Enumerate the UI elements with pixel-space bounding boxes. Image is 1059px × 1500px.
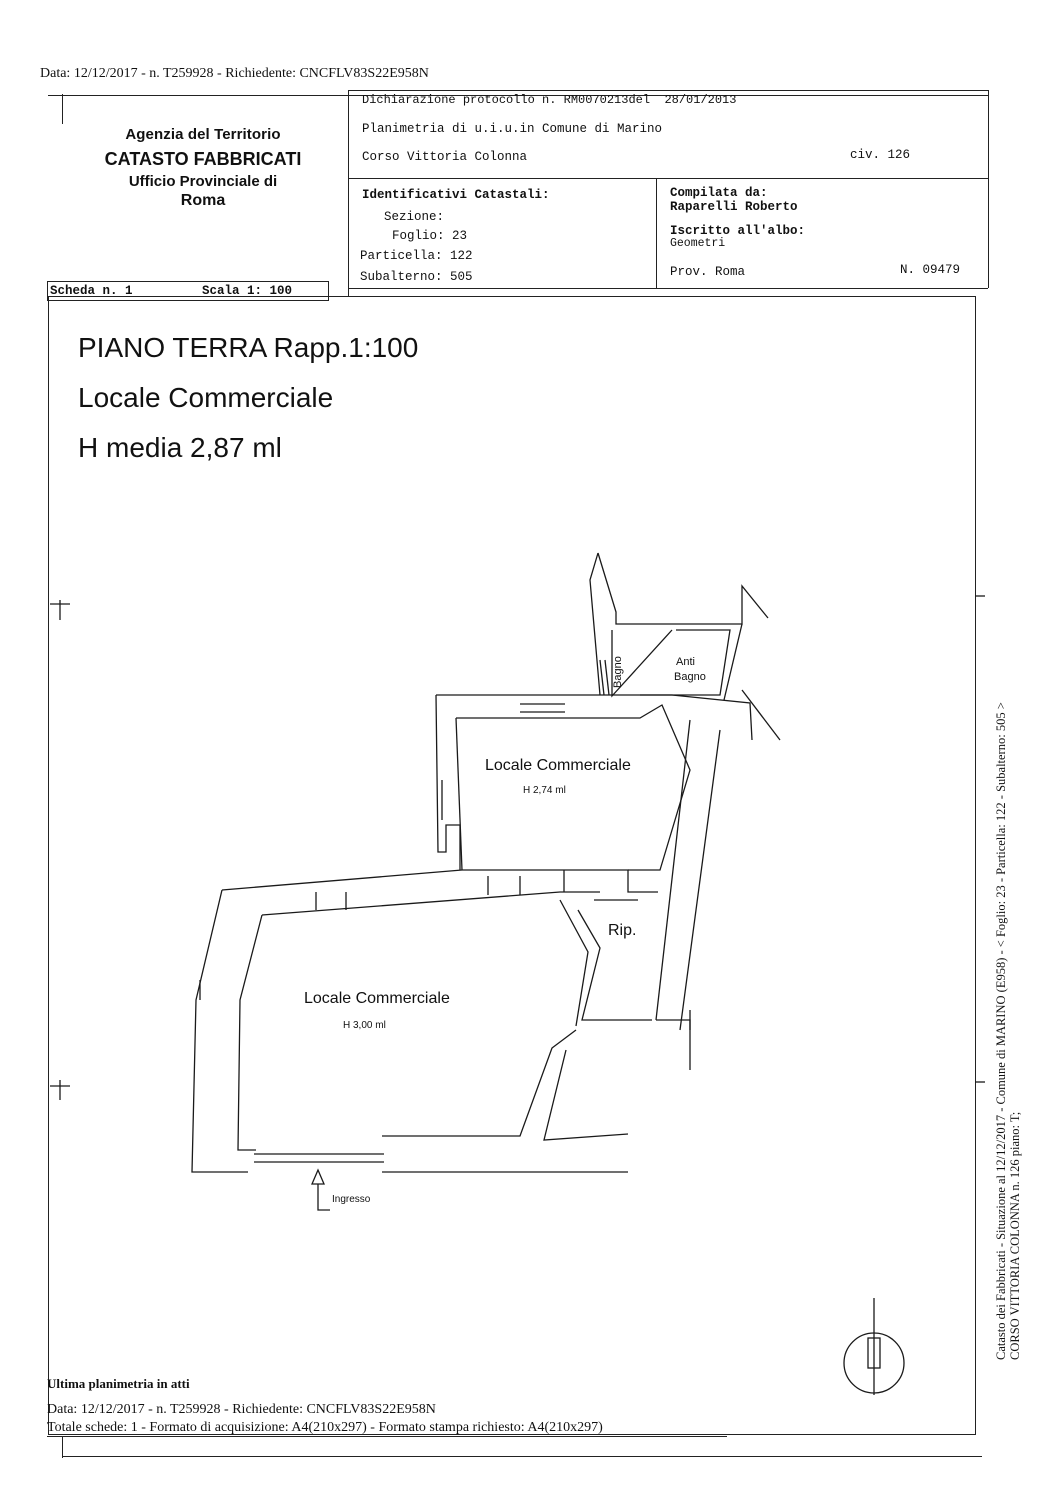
plan-title: PIANO TERRA Rapp.1:100 [78, 332, 419, 363]
corridor-left-wall [655, 719, 691, 1021]
frame-right [975, 296, 976, 1434]
frame-bottom [48, 1434, 976, 1435]
albo-label: Iscritto all'albo: [670, 224, 806, 238]
sezione: Sezione: [384, 210, 445, 224]
scale: Scala 1: 100 [202, 284, 293, 298]
bathroom-left-wall [589, 552, 601, 696]
entrance-arrow [311, 1168, 325, 1185]
lower-left-inner [237, 914, 263, 1151]
lower-room-height: H 3,00 ml [343, 1020, 386, 1031]
entrance-label: Ingresso [332, 1194, 371, 1205]
header-bottom-rule [348, 288, 988, 289]
compiler-label: Compilata da: [670, 186, 768, 200]
rip-label: Rip. [608, 922, 637, 939]
rip-inner [577, 909, 652, 1021]
upper-top-wall [436, 694, 753, 741]
office-city: Roma [180, 192, 226, 209]
side-text-line2: CORSO VITTORIA COLONNA n. 126 piano: T; [1008, 1111, 1022, 1360]
frame-outer-bottom [62, 1456, 982, 1457]
middle-wall-top [221, 869, 658, 893]
albo-value: Geometri [670, 237, 726, 250]
subalterno: Subalterno: 505 [360, 270, 473, 284]
plan-subtitle: Locale Commerciale [78, 382, 334, 413]
corridor-right-wall [679, 729, 721, 1031]
frame-top [48, 296, 976, 297]
protocol-line: Dichiarazione protocollo n. RM0070213del… [362, 93, 737, 107]
header-compiler-divider [656, 178, 657, 288]
antibagno-label-2: Bagno [674, 671, 706, 683]
last-planimetry: Ultima planimetria in atti [47, 1376, 190, 1391]
upper-left-inner [455, 717, 463, 871]
frame-left [48, 296, 49, 1434]
totals-underline [47, 1436, 727, 1437]
bagno-room [611, 629, 673, 698]
rip-outer [559, 899, 589, 1027]
address-line: Corso Vittoria Colonna [362, 150, 528, 164]
header-divider-v [348, 90, 349, 296]
planimetry-line: Planimetria di u.i.u.in Comune di Marino [362, 122, 663, 136]
scheda-number: Scheda n. 1 [50, 284, 133, 298]
header-top-rule [48, 95, 988, 96]
catasto-title: CATASTO FABBRICATI [104, 149, 302, 169]
antibagno-label-1: Anti [676, 656, 695, 668]
bagno-label: Bagno [612, 656, 624, 688]
frame-corner-tick [62, 1436, 63, 1458]
lower-right-inner [382, 1029, 577, 1137]
office-block: Agenzia del Territorio CATASTO FABBRICAT… [58, 126, 348, 210]
bathroom-right-wall [723, 623, 743, 701]
plan-height: H media 2,87 ml [78, 432, 282, 463]
antibagno-room [640, 629, 731, 696]
compiler-name: Raparelli Roberto [670, 200, 798, 214]
header-right-rule [988, 90, 989, 288]
lower-right-outer [543, 1049, 629, 1141]
header-protocol-rule [348, 90, 988, 91]
identifiers-title: Identificativi Catastali: [362, 188, 550, 202]
civic-number: civ. 126 [850, 148, 911, 162]
request-line-bottom: Data: 12/12/2017 - n. T259928 - Richiede… [47, 1402, 436, 1417]
province: Prov. Roma [670, 265, 746, 279]
upper-room-height: H 2,74 ml [523, 785, 566, 796]
scheda-box [47, 281, 329, 301]
bathroom-diag-wall [741, 689, 781, 741]
bathroom-top-wall [597, 552, 769, 625]
totals-line: Totale schede: 1 - Formato di acquisizio… [47, 1420, 603, 1435]
agency-name: Agenzia del Territorio [125, 126, 281, 143]
upper-inner-wall [456, 704, 691, 871]
lower-left-outer [191, 889, 248, 1173]
rip-bottom-right [656, 1019, 691, 1030]
foglio: Foglio: 23 [392, 229, 468, 243]
side-cadastral-text: Catasto dei Fabbricati - Situazione al 1… [994, 460, 1022, 1360]
office-label: Ufficio Provinciale di [128, 173, 278, 190]
header-left-tick [62, 94, 63, 124]
header-mid-rule [348, 178, 988, 179]
side-text-line1: Catasto dei Fabbricati - Situazione al 1… [994, 702, 1008, 1360]
particella: Particella: 122 [360, 249, 473, 263]
lower-room-label: Locale Commerciale [304, 990, 450, 1007]
upper-room-label: Locale Commerciale [485, 757, 631, 774]
registration-number: N. 09479 [900, 263, 961, 277]
middle-wall-bottom [261, 891, 600, 916]
request-line-top: Data: 12/12/2017 - n. T259928 - Richiede… [40, 66, 429, 81]
